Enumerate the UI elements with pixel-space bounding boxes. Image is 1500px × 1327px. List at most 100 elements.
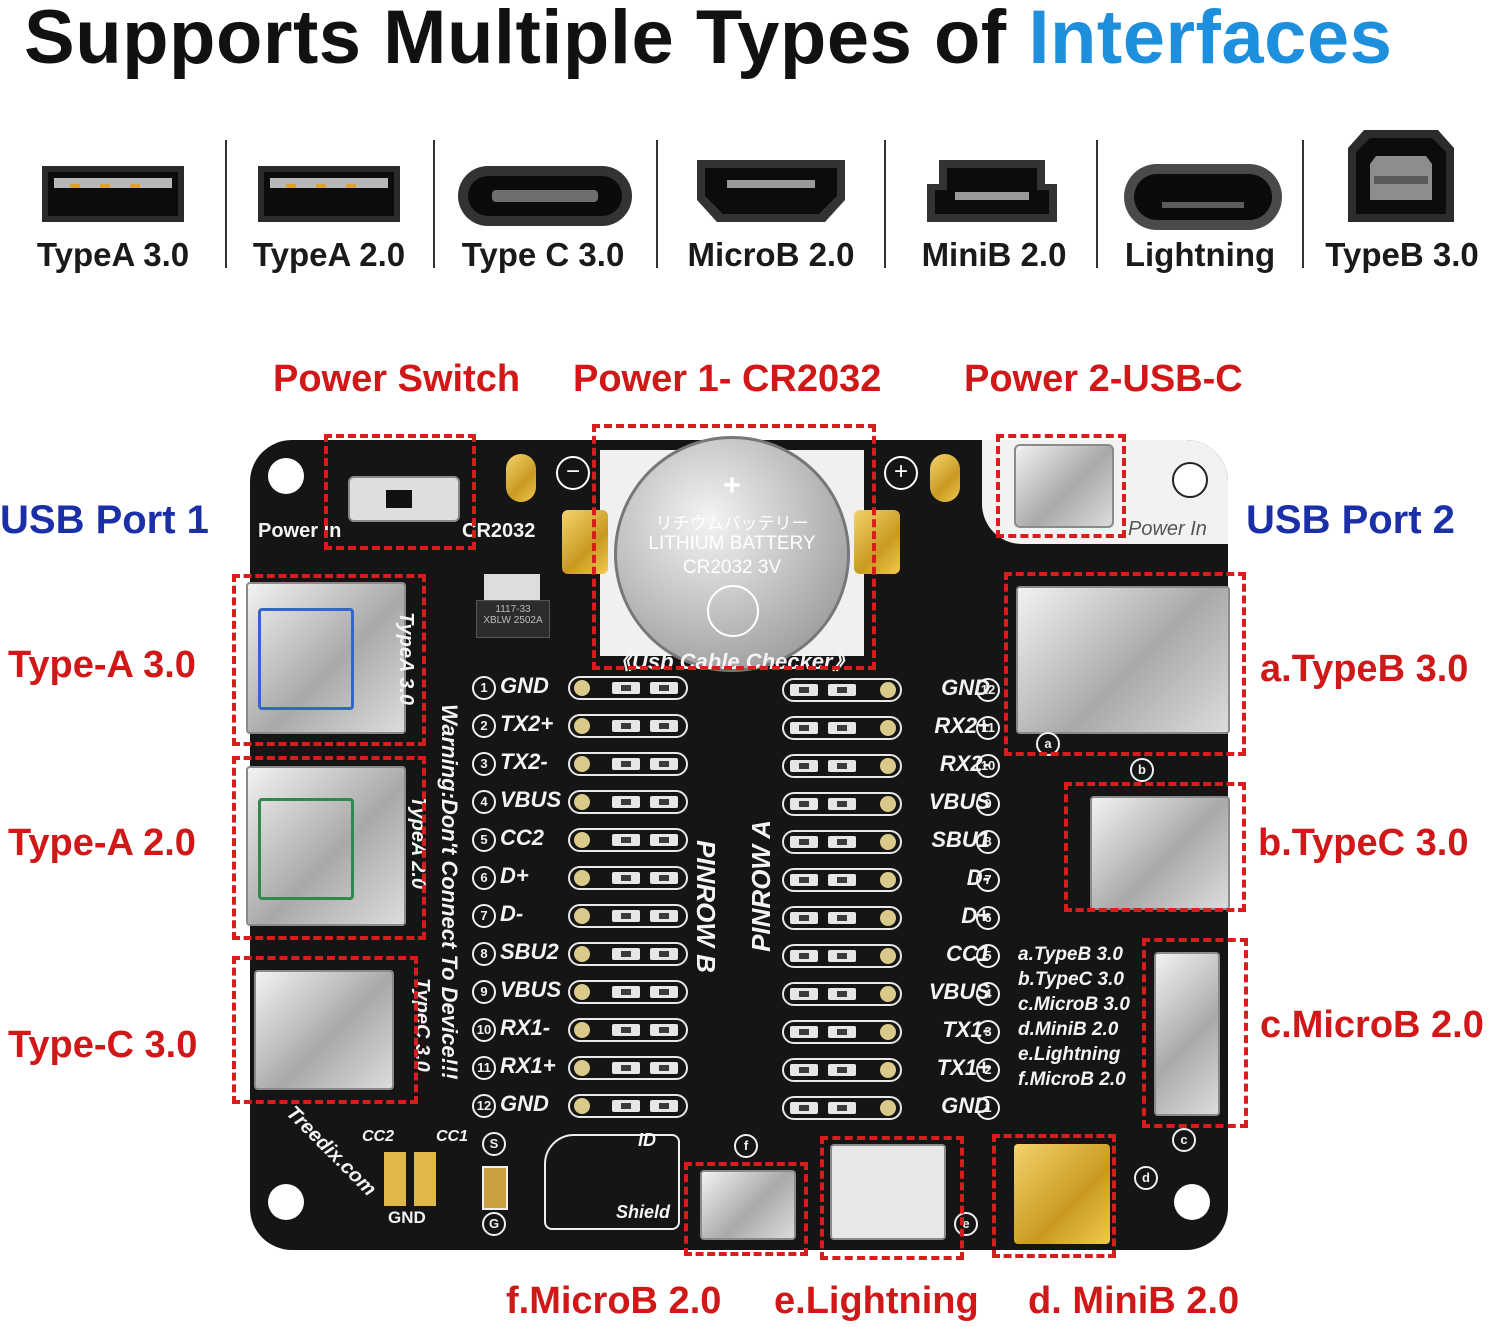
test-pad	[574, 832, 590, 848]
usb-type-c-icon	[458, 166, 632, 226]
led	[828, 760, 856, 772]
led	[828, 1026, 856, 1038]
test-pad	[880, 986, 896, 1002]
cc-pads	[384, 1152, 438, 1206]
typea20-port[interactable]	[246, 766, 406, 926]
separator	[433, 140, 435, 268]
pin-number: 8	[472, 942, 496, 966]
pin-number: 12	[976, 678, 1000, 702]
test-pad	[880, 834, 896, 850]
separator	[1302, 140, 1304, 268]
left-label-typea30: Type-A 3.0	[8, 644, 196, 686]
microb-f-port[interactable]	[700, 1170, 796, 1240]
power-in-right-text: Power In	[1128, 518, 1207, 540]
battery-clip	[562, 510, 608, 574]
pin-number: 6	[976, 906, 1000, 930]
connector-label: Type C 3.0	[461, 236, 625, 273]
typea30-contacts	[258, 608, 354, 710]
pinrow-b-label: PINROW B	[691, 840, 721, 973]
led	[650, 910, 678, 922]
test-pad	[880, 948, 896, 964]
typeb30-port[interactable]	[1016, 586, 1230, 734]
battery-line1: LITHIUM BATTERY	[648, 533, 816, 554]
led-indicator-row	[568, 752, 688, 776]
microb-c-port[interactable]	[1154, 952, 1220, 1116]
led-indicator-row	[782, 868, 902, 892]
test-pad	[574, 680, 590, 696]
switch-knob[interactable]	[386, 490, 412, 508]
led	[650, 682, 678, 694]
led-indicator-row	[568, 866, 688, 890]
test-pad	[574, 1022, 590, 1038]
led	[650, 796, 678, 808]
mount-hole	[268, 458, 304, 494]
typea30-port[interactable]	[246, 582, 406, 734]
pin-label: D-	[500, 901, 524, 926]
minib-box	[992, 1134, 1116, 1258]
connector-label: MicroB 2.0	[687, 236, 855, 273]
led-indicator-row	[568, 828, 688, 852]
pin-label: GND	[500, 673, 549, 698]
power1-box	[592, 424, 876, 670]
typea20-box	[232, 756, 426, 940]
test-pad	[574, 718, 590, 734]
pin-number: 3	[472, 752, 496, 776]
led	[790, 722, 818, 734]
pin-label: RX1-	[500, 1015, 551, 1040]
right-label-microb: c.MicroB 2.0	[1260, 1004, 1484, 1046]
led-indicator-row	[782, 982, 902, 1006]
led-indicator-row	[782, 754, 902, 778]
typec30-right-port[interactable]	[1090, 796, 1230, 910]
led	[612, 1062, 640, 1074]
connector-label: TypeB 3.0	[1325, 236, 1479, 273]
test-pad	[880, 1062, 896, 1078]
led	[612, 872, 640, 884]
led	[790, 1026, 818, 1038]
gnd-text: GND	[388, 1208, 426, 1227]
minib-port[interactable]	[1014, 1144, 1110, 1244]
pin-number: 3	[976, 1020, 1000, 1044]
pin-number: 5	[472, 828, 496, 852]
micro-usb-icon	[697, 160, 845, 222]
pcb-board: Power In CR2032 + リチウムバッテリー LITHIUM BATT…	[246, 436, 1230, 1250]
cr2032-text: CR2032	[462, 520, 536, 542]
test-pad	[880, 1024, 896, 1040]
bottom-label-lightning: e.Lightning	[774, 1280, 979, 1322]
minus-icon: −	[556, 456, 590, 490]
separator	[225, 140, 227, 268]
led	[828, 874, 856, 886]
port-list-item: c.MicroB 3.0	[1018, 994, 1130, 1015]
microb-c-box	[1142, 938, 1248, 1128]
letter-d: d	[1134, 1166, 1158, 1190]
battery-clip	[854, 510, 900, 574]
lightning-port[interactable]	[830, 1144, 946, 1240]
test-pad	[880, 796, 896, 812]
pin-number: 7	[976, 868, 1000, 892]
led-indicator-row	[568, 676, 688, 700]
connector-label: TypeA 3.0	[36, 236, 190, 273]
led	[650, 986, 678, 998]
plus-sign-icon: +	[884, 456, 918, 490]
recycle-icon	[707, 585, 759, 637]
lightning-box	[820, 1136, 964, 1260]
typec30-port[interactable]	[254, 970, 394, 1090]
led	[828, 1102, 856, 1114]
usb-port2-label: USB Port 2	[1246, 498, 1455, 542]
led	[612, 720, 640, 732]
slide-switch[interactable]	[348, 476, 460, 522]
test-pad	[574, 1060, 590, 1076]
test-pad	[574, 946, 590, 962]
headline-highlight: Interfaces	[1028, 0, 1393, 80]
usb-type-a-icon	[258, 166, 400, 222]
power1-label: Power 1- CR2032	[573, 358, 882, 400]
pin-label: GND	[500, 1091, 549, 1116]
led-indicator-row	[568, 714, 688, 738]
led	[650, 948, 678, 960]
right-label-typec30: b.TypeC 3.0	[1258, 822, 1469, 864]
left-label-typec30: Type-C 3.0	[8, 1024, 198, 1066]
led	[650, 720, 678, 732]
test-pad	[574, 1098, 590, 1114]
usb-c-power-connector[interactable]	[1014, 444, 1114, 528]
bottom-label-minib: d. MiniB 2.0	[1028, 1280, 1240, 1322]
led	[790, 874, 818, 886]
